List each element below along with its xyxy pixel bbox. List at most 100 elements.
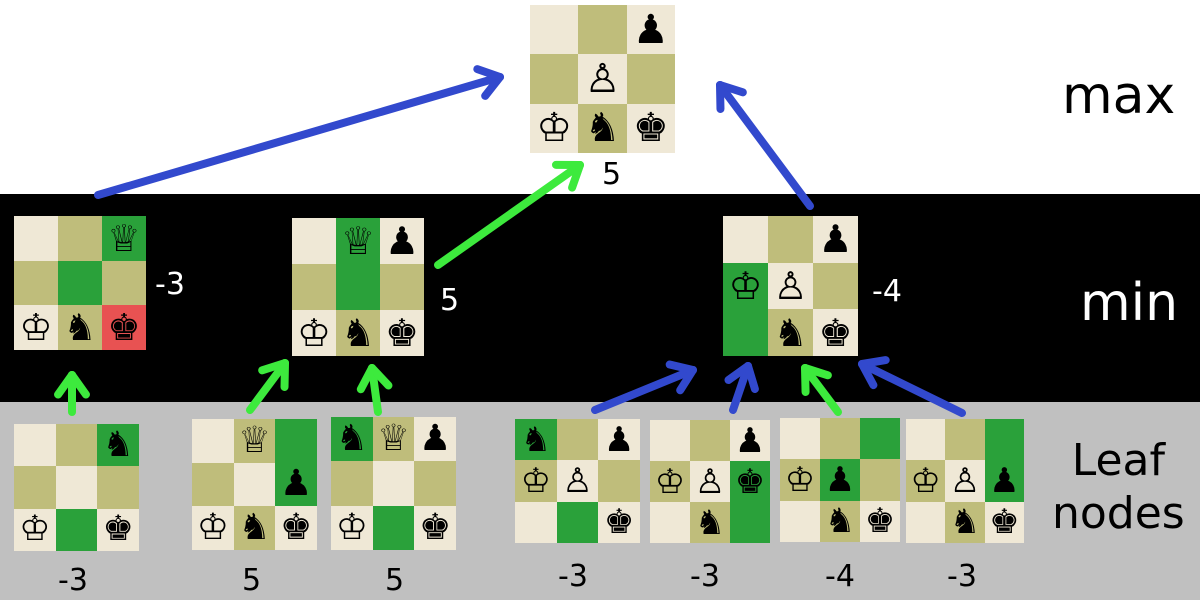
board-leaf2: ♕♟♔♞♚ (192, 419, 317, 550)
score-leaf2: 5 (242, 563, 262, 598)
board-square (515, 501, 557, 543)
board-square: ♚ (860, 500, 900, 542)
board-square: ♔ (14, 305, 58, 350)
board-square: ♟ (414, 417, 456, 462)
board-square: ♟ (275, 462, 317, 507)
board-square (820, 418, 860, 460)
board-square: ♚ (984, 501, 1024, 543)
board-square (192, 462, 234, 507)
leaf-level-label: Leaf nodes (1052, 435, 1185, 539)
board-square (730, 502, 770, 543)
board-square: ♙ (690, 461, 730, 502)
board-square: ♕ (102, 216, 146, 261)
chess-piece-K-icon: ♔ (784, 459, 816, 500)
board-square: ♚ (102, 305, 146, 350)
board-square: ♞ (578, 103, 627, 153)
chess-piece-n-icon: ♞ (949, 502, 981, 543)
board-square: ♚ (598, 501, 640, 543)
board-square: ♟ (730, 420, 770, 461)
chess-piece-P-icon: ♙ (694, 461, 726, 502)
board-square: ♟ (820, 459, 860, 501)
board-square (768, 216, 813, 263)
chess-piece-n-icon: ♞ (773, 310, 808, 355)
board-square (97, 466, 139, 509)
chess-piece-K-icon: ♔ (19, 509, 51, 550)
board-leaf4: ♞ ♟ ♔♙♚ (515, 419, 640, 543)
board-square (292, 264, 336, 310)
chess-piece-Q-icon: ♕ (340, 219, 376, 263)
board-min3: ♟♔♙♞♚ (723, 216, 858, 356)
board-square: ♔ (515, 460, 557, 502)
chess-piece-n-icon: ♞ (824, 501, 856, 542)
board-square: ♞ (97, 424, 139, 467)
board-square: ♕ (233, 419, 276, 463)
board-square: ♔ (14, 508, 56, 551)
arrow-leaf3-to-min2 (356, 364, 393, 416)
board-square (55, 508, 98, 551)
board-square (598, 460, 640, 502)
chess-piece-P-icon: ♙ (562, 460, 593, 501)
board-leaf7: ♔♙♟♞♚ (906, 419, 1024, 543)
arrow-min3-to-root (716, 81, 814, 210)
board-square (860, 459, 900, 501)
chess-piece-n-icon: ♞ (694, 502, 726, 543)
chess-piece-n-icon: ♞ (335, 418, 368, 460)
arrow-leaf2-to-min2 (246, 359, 289, 414)
board-square (14, 216, 58, 261)
board-square: ♞ (331, 417, 373, 462)
board-square (55, 424, 98, 467)
score-root: 5 (602, 157, 622, 192)
board-square: ♙ (945, 460, 985, 502)
board-square: ♙ (578, 54, 627, 104)
board-square: ♞ (690, 502, 730, 543)
arrow-leaf6-to-min3 (801, 364, 842, 416)
score-leaf3: 5 (385, 563, 405, 598)
chess-piece-k-icon: ♚ (603, 502, 635, 543)
chess-piece-n-icon: ♞ (520, 419, 552, 460)
board-square: ♟ (598, 419, 640, 461)
board-leaf3: ♞♕♟♔♚ (331, 417, 456, 550)
score-leaf1: -3 (58, 563, 88, 598)
board-square (14, 424, 56, 467)
board-square (556, 419, 599, 461)
board-square: ♔ (530, 103, 579, 153)
board-leaf6: ♔♟♞♚ (780, 418, 900, 542)
score-leaf6: -4 (825, 559, 855, 594)
chess-piece-n-icon: ♞ (102, 424, 134, 465)
board-square (58, 260, 102, 306)
board-square (626, 54, 675, 104)
board-square (723, 309, 768, 356)
board-square: ♚ (97, 508, 139, 551)
board-square (650, 420, 690, 461)
chess-piece-k-icon: ♚ (419, 506, 452, 548)
board-square (58, 216, 102, 261)
chess-piece-p-icon: ♟ (818, 217, 853, 262)
board-square (906, 501, 946, 543)
board-square (192, 419, 234, 463)
board-leaf1: ♞ ♔ ♚ (14, 424, 139, 551)
board-square (380, 264, 424, 310)
chess-piece-n-icon: ♞ (63, 306, 97, 350)
chess-piece-p-icon: ♟ (632, 6, 669, 53)
chess-piece-n-icon: ♞ (584, 105, 621, 152)
chess-piece-p-icon: ♟ (384, 219, 420, 263)
board-square: ♚ (380, 310, 424, 356)
arrow-leaf7-to-min3 (858, 356, 966, 417)
board-square: ♞ (58, 305, 102, 350)
chess-piece-K-icon: ♔ (196, 507, 229, 549)
chess-piece-K-icon: ♔ (296, 311, 332, 355)
chess-piece-K-icon: ♔ (520, 460, 552, 501)
chess-piece-k-icon: ♚ (632, 105, 669, 152)
board-square (906, 419, 946, 461)
board-square (102, 260, 146, 306)
board-square: ♔ (192, 506, 234, 550)
board-square (14, 260, 58, 306)
chess-piece-K-icon: ♔ (728, 263, 763, 308)
chess-piece-Q-icon: ♕ (238, 419, 271, 461)
chess-piece-Q-icon: ♕ (377, 418, 410, 460)
board-square: ♔ (780, 459, 820, 501)
board-square (945, 419, 985, 461)
chess-piece-p-icon: ♟ (603, 419, 635, 460)
chess-piece-k-icon: ♚ (384, 311, 420, 355)
board-square: ♙ (556, 460, 599, 502)
